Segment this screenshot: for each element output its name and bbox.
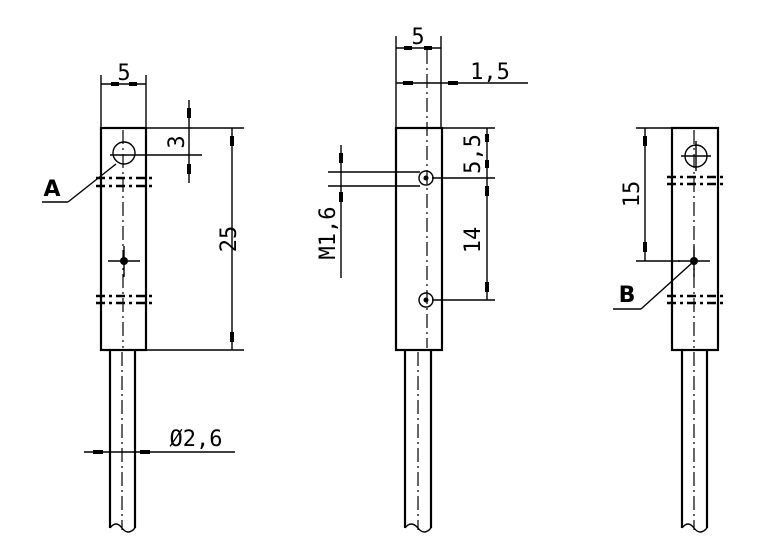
right-cable bbox=[680, 350, 709, 533]
left-hole-offset-dim: 3 bbox=[165, 135, 190, 148]
middle-view: 5 1,5 5,5 14 M1,6 bbox=[316, 25, 528, 533]
left-cable bbox=[108, 350, 137, 533]
left-mounting-hole bbox=[112, 141, 136, 165]
right-sensor-body bbox=[670, 126, 720, 352]
middle-offset-dim: 1,5 bbox=[470, 60, 510, 85]
reference-label-b: B bbox=[619, 283, 636, 308]
middle-cable bbox=[403, 350, 433, 533]
middle-sensor-body bbox=[394, 126, 444, 352]
left-width-dim: 5 bbox=[117, 61, 130, 86]
middle-thread-dim: M1,6 bbox=[316, 207, 341, 260]
middle-spacing-dim: 14 bbox=[461, 227, 486, 254]
left-cable-diameter-dim: Ø2,6 bbox=[170, 427, 223, 452]
left-view: 5 3 25 Ø2,6 A bbox=[42, 61, 244, 533]
middle-top-hole-dim: 5,5 bbox=[461, 134, 486, 174]
right-height-dim: 15 bbox=[620, 181, 645, 208]
middle-width-dim: 5 bbox=[411, 25, 424, 50]
left-length-dim: 25 bbox=[217, 226, 242, 253]
right-view: 15 B bbox=[613, 126, 724, 533]
reference-label-a: A bbox=[43, 177, 60, 202]
